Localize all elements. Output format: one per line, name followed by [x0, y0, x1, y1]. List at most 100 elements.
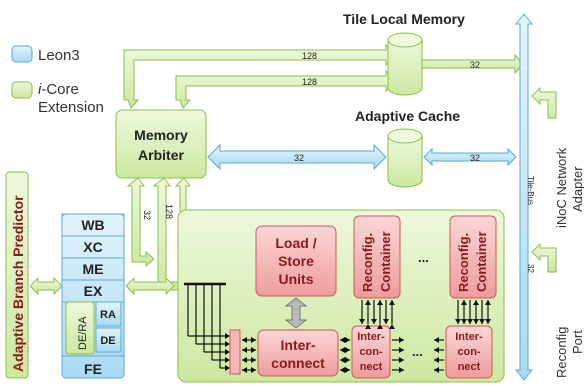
tile-bus-label: Tile-Bus [526, 176, 535, 205]
wire-arrowhead-4 [225, 365, 230, 371]
main-interconnect: Inter- connect [257, 329, 339, 377]
legend-leon3-label: Leon3 [38, 47, 80, 64]
bus-arbiter-cache [207, 143, 517, 171]
rc1-line1: Reconfig. [360, 233, 375, 292]
de-ra-label: DE/RA [77, 316, 89, 350]
wire-ic-ic1-r-1 [345, 347, 350, 353]
lsu-line2: Store [278, 253, 314, 269]
bus-128-label-2: 128 [302, 77, 317, 87]
reconfig-container-2: Reconfig. Container [449, 215, 497, 299]
interconnect-port-block [229, 329, 241, 375]
bus-32-label-arb: 32 [142, 210, 152, 220]
reconfig-label-2: Port [570, 330, 584, 354]
legend-icore-line2: Extension [38, 99, 104, 116]
interconnect-line1: Inter- [281, 337, 316, 353]
ic2-line1: Inter- [455, 331, 483, 343]
wire-rc1-head-1 [365, 324, 371, 329]
wire-rc1-head-0 [359, 319, 365, 324]
ellipsis-bottom: ... [412, 344, 423, 359]
wire-ic2-left-l-1 [434, 347, 439, 353]
wire-rc2-up-5 [485, 300, 491, 305]
lsu-line1: Load / [275, 235, 316, 251]
bus-32-tlm [419, 53, 524, 75]
memory-arbiter: Memory Arbiter [115, 109, 207, 179]
ellipsis-top: ... [418, 250, 429, 265]
de-ra-box [65, 301, 95, 355]
pipeline-stage-me: ME [83, 261, 104, 277]
de-box [95, 327, 122, 353]
fe-label: FE [84, 361, 102, 377]
ic2-line3: nect [458, 361, 481, 373]
pipeline-extension-arrow [125, 276, 175, 296]
legend-icore-rest: -Core [41, 81, 79, 98]
rc2-line2: Container [474, 231, 489, 292]
wire-rc1-head-5 [389, 324, 395, 329]
pipeline-stage-xc: XC [83, 239, 102, 255]
wire-rc2-up-3 [473, 300, 479, 305]
wire-rc2-head-3 [473, 319, 479, 324]
abp-label: Adaptive Branch Predictor [10, 195, 26, 372]
interconnect-line2: connect [271, 355, 325, 371]
ic2-line2: con- [457, 346, 481, 358]
bus-128-label-arb1: 128 [164, 204, 174, 219]
wire-rc1-head-3 [377, 324, 383, 329]
wire-ic1-right-r-1 [399, 347, 404, 353]
wire-rc1-up-5 [389, 300, 395, 305]
bus-32-label-cache-right: 32 [470, 153, 480, 163]
ic1-line2: con- [359, 346, 383, 358]
wire-rc1-head-2 [371, 319, 377, 324]
wire-port-ic-l-2 [242, 357, 247, 363]
bus-32-label-cache: 32 [294, 153, 304, 163]
inoc-label-2: Adapter [570, 166, 584, 212]
wire-ic-ic1-r-2 [345, 357, 350, 363]
wire-ic-ic1-l-1 [340, 347, 345, 353]
wire-rc1-up-3 [377, 300, 383, 305]
ic1-line3: nect [360, 361, 383, 373]
ra-label: RA [100, 309, 116, 321]
legend-icore-label: i-Core [38, 81, 79, 98]
pipeline-stage-wb: WB [81, 217, 104, 233]
interconnect-wiring [184, 282, 491, 375]
wire-arrowhead-0 [225, 333, 230, 339]
wire-ic2-left-l-2 [434, 357, 439, 363]
tile-local-memory-cylinder [387, 32, 423, 96]
wire-ic-ic1-r-0 [345, 337, 350, 343]
wire-port-ic-r-0 [251, 337, 256, 343]
lsu-line3: Units [279, 271, 314, 287]
bus-128-inner [175, 69, 397, 109]
wire-rc1-up-1 [365, 300, 371, 305]
tile-local-memory-title: Tile Local Memory [343, 11, 465, 27]
wire-rc2-head-5 [485, 319, 491, 324]
abp-arrow [29, 276, 63, 296]
tile-bus [514, 13, 534, 381]
bus-32-label-tlm: 32 [470, 60, 480, 70]
rc1-line2: Container [378, 231, 393, 292]
reconfig-arrow [531, 242, 557, 273]
memory-arbiter-line2: Arbiter [138, 147, 184, 163]
legend-icore-swatch [11, 81, 33, 99]
wire-rc2-head-2 [467, 319, 473, 324]
memory-arbiter-line1: Memory [134, 127, 188, 143]
inoc-label-1: iNoC Network [554, 147, 569, 228]
wire-port-ic-r-1 [251, 347, 256, 353]
inoc-arrow [531, 86, 557, 119]
legend-icore-prefix: i [38, 81, 42, 98]
reconfig-container-1: Reconfig. Container [353, 215, 401, 299]
load-store-units: Load / Store Units [255, 225, 337, 297]
ic1-line1: Inter- [357, 331, 385, 343]
adaptive-cache-title: Adaptive Cache [355, 108, 460, 124]
adaptive-cache-cylinder [387, 128, 423, 188]
bus-128-label-1: 128 [302, 51, 317, 61]
wire-ic-ic1-r-3 [345, 367, 350, 373]
wire-ic1-right-r-0 [399, 337, 404, 343]
legend: Leon3 i-Core Extension [11, 45, 104, 116]
wire-port-ic-l-3 [242, 367, 247, 373]
bus-32-to-pipeline [126, 177, 155, 268]
wire-port-ic-l-1 [242, 347, 247, 353]
rc2-line1: Reconfig. [456, 233, 471, 292]
wire-rc1-head-4 [383, 319, 389, 324]
wire-ic-ic1-l-3 [340, 367, 345, 373]
wire-rc2-head-1 [461, 319, 467, 324]
